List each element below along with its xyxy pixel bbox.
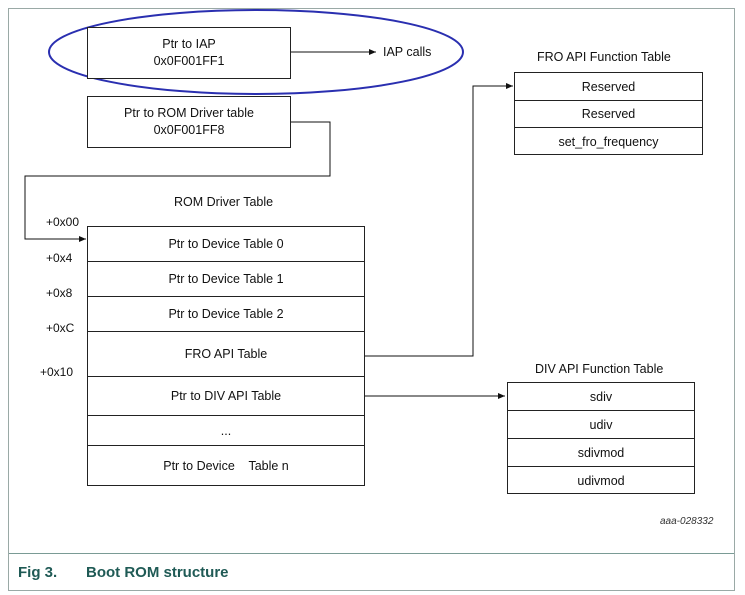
table-row: Ptr to DIV API Table	[88, 377, 364, 416]
table-row: Ptr to Device Table 2	[88, 297, 364, 332]
rom-driver-pointer-label: Ptr to ROM Driver table	[124, 106, 254, 120]
table-cell: Ptr to Device Table n	[163, 459, 289, 473]
rom-driver-pointer-address: 0x0F001FF8	[153, 123, 225, 137]
iap-calls-label: IAP calls	[383, 45, 432, 59]
table-cell: ...	[220, 423, 232, 438]
table-cell: Ptr to Device Table 0	[168, 237, 284, 251]
offset-label: +0xC	[46, 321, 75, 335]
rom-driver-connector	[24, 121, 331, 242]
table-row: Ptr to Device Table n	[88, 446, 364, 486]
table-cell: udivmod	[577, 473, 625, 488]
iap-pointer-address: 0x0F001FF1	[153, 54, 225, 68]
table-row: udiv	[508, 411, 694, 439]
figure-number: Fig 3.	[18, 564, 58, 581]
table-cell: Ptr to DIV API Table	[170, 389, 282, 403]
table-cell: sdiv	[589, 389, 613, 404]
table-row: sdiv	[508, 383, 694, 411]
table-cell: Ptr to Device Table 1	[168, 272, 284, 286]
fro-api-table: Reserved Reserved set_fro_frequency	[514, 72, 703, 155]
rom-driver-table-title: ROM Driver Table	[174, 195, 274, 209]
highlight-ellipse	[48, 9, 464, 95]
div-api-table: sdiv udiv sdivmod udivmod	[507, 382, 695, 494]
table-row: ...	[88, 416, 364, 446]
table-row: udivmod	[508, 467, 694, 494]
document-id: aaa-028332	[660, 516, 714, 527]
table-cell: sdivmod	[577, 445, 625, 460]
table-cell: set_fro_frequency	[558, 134, 659, 149]
table-row: Ptr to Device Table 0	[88, 227, 364, 262]
table-row: set_fro_frequency	[515, 128, 702, 155]
caption-divider	[9, 553, 734, 554]
offset-label: +0x8	[46, 286, 73, 300]
table-row: sdivmod	[508, 439, 694, 467]
table-cell: Reserved	[581, 79, 636, 94]
table-cell: Ptr to Device Table 2	[168, 307, 284, 321]
table-row: Reserved	[515, 73, 702, 101]
table-cell: udiv	[589, 417, 613, 432]
iap-pointer-label: Ptr to IAP	[162, 37, 216, 51]
figure-title: Boot ROM structure	[86, 564, 229, 581]
offset-label: +0x4	[46, 251, 73, 265]
offset-label: +0x10	[40, 365, 74, 379]
table-cell: Reserved	[581, 107, 636, 121]
rom-driver-pointer-box: Ptr to ROM Driver table 0x0F001FF8	[87, 96, 291, 148]
offset-label: +0x00	[46, 215, 80, 229]
table-row: Reserved	[515, 101, 702, 128]
iap-pointer-box: Ptr to IAP 0x0F001FF1	[87, 27, 291, 79]
fro-api-connector	[365, 83, 513, 357]
figure-frame	[8, 8, 735, 591]
table-row: FRO API Table	[88, 332, 364, 377]
fro-api-table-title: FRO API Function Table	[537, 50, 671, 64]
table-cell: FRO API Table	[184, 347, 268, 361]
div-api-table-title: DIV API Function Table	[535, 362, 664, 376]
table-row: Ptr to Device Table 1	[88, 262, 364, 297]
rom-driver-table: Ptr to Device Table 0 Ptr to Device Tabl…	[87, 226, 365, 486]
